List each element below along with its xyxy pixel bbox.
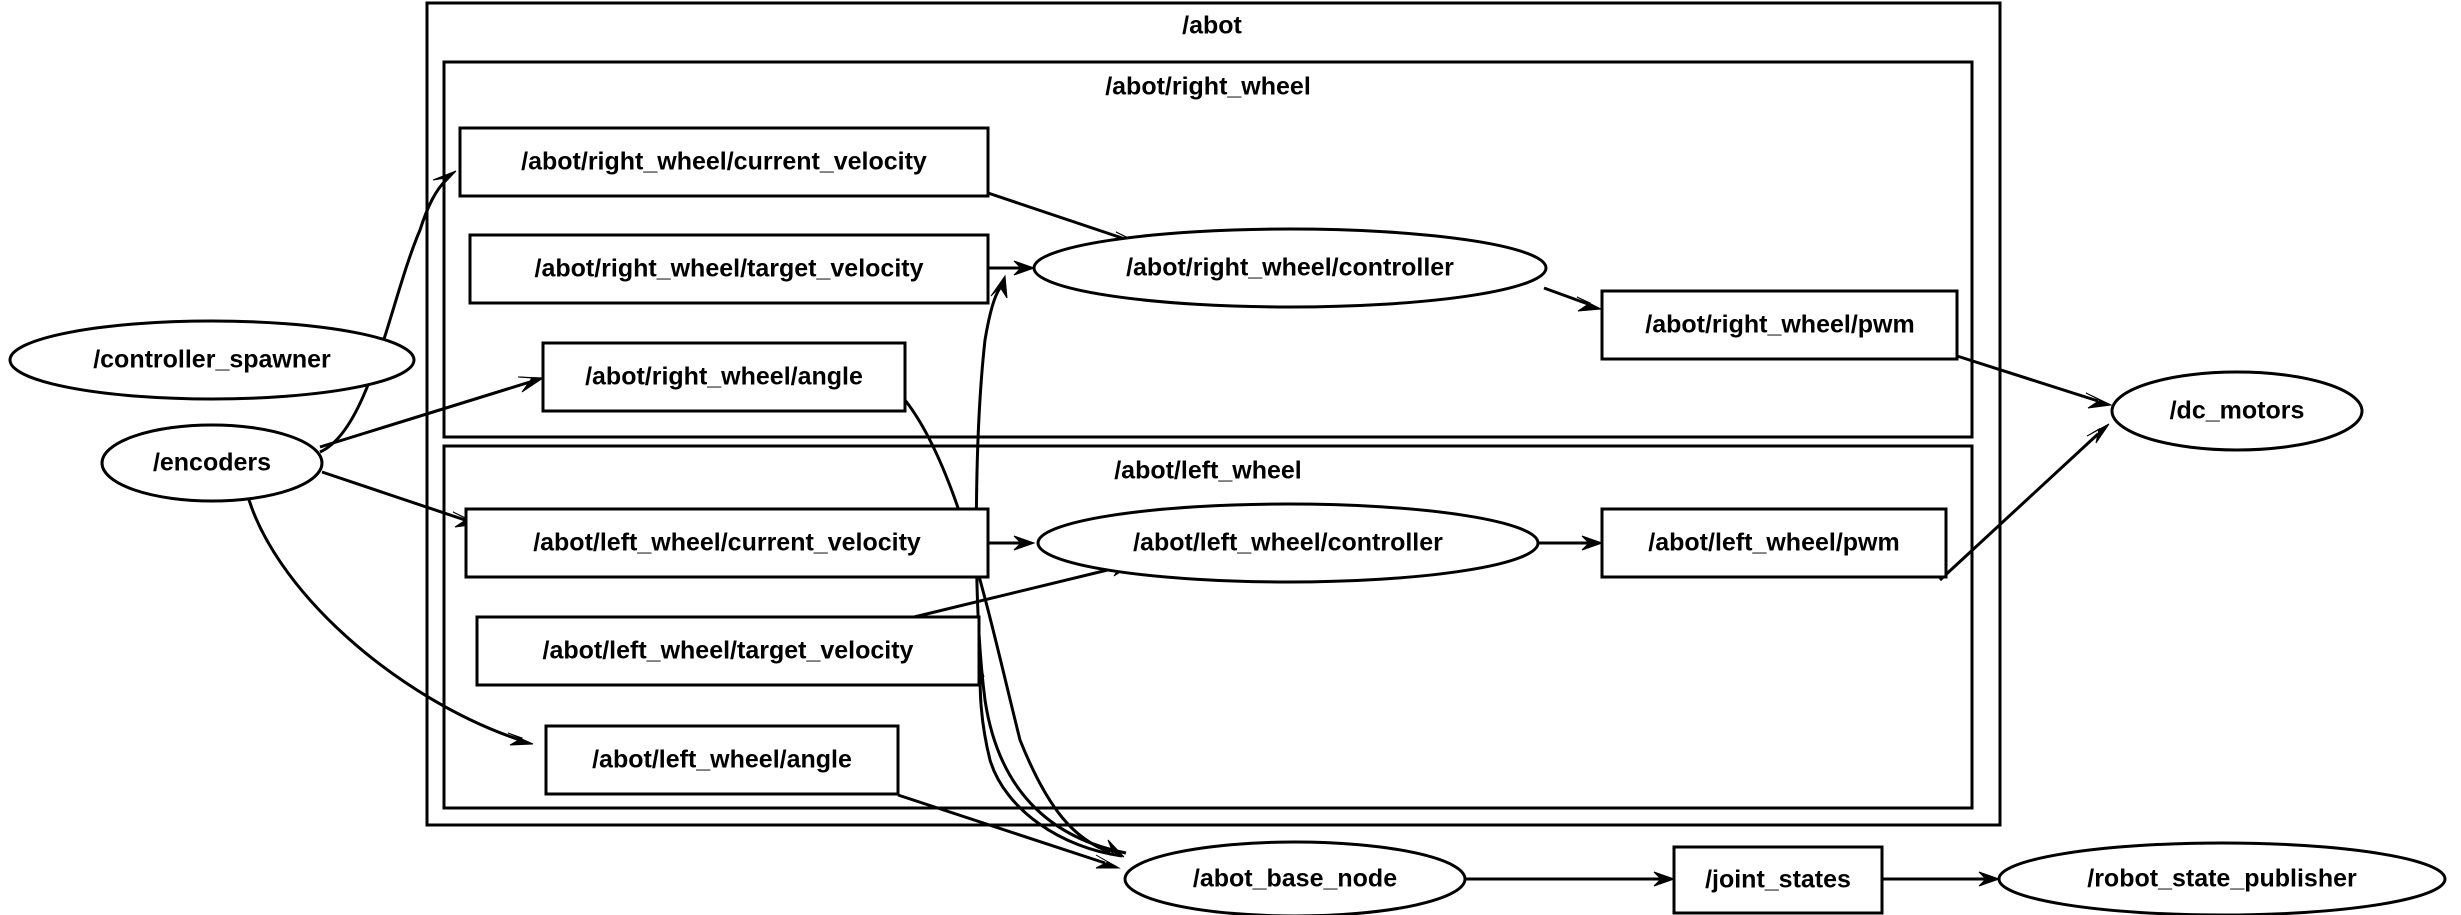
edge-arrowhead [1013, 535, 1036, 551]
node-joint-states-label: /joint_states [1705, 866, 1851, 894]
node-dc-motors-shape[interactable] [2110, 370, 2364, 452]
node-lw-controller-shape[interactable] [1036, 502, 1540, 584]
node-robot-state-publisher-shape[interactable] [1997, 841, 2447, 915]
node-controller-spawner-shape[interactable] [8, 319, 416, 401]
cluster-right-wheel-label: /abot/right_wheel [1105, 73, 1311, 101]
edge-rw-controller-to-rw-pwm [1543, 286, 1589, 306]
edge-abot-base-node-to-rw-target-velocity [974, 287, 1127, 855]
edge-arrowhead [1102, 839, 1125, 858]
node-lw-controller-label: /abot/left_wheel/controller [1133, 529, 1443, 557]
node-rw-controller[interactable]: /abot/right_wheel/controller [1032, 227, 1548, 309]
cluster-abot-rect [425, 1, 2002, 827]
edge-arrowhead [507, 732, 534, 746]
edge-arrowhead [2085, 392, 2113, 409]
node-lw-angle-label: /abot/left_wheel/angle [592, 746, 852, 774]
edge-encoders-to-lw-angle [243, 485, 521, 742]
node-lw-pwm[interactable]: /abot/left_wheel/pwm [1600, 507, 1948, 579]
edges-layer [243, 170, 2113, 887]
edge-arrowhead [1013, 260, 1036, 276]
edge-encoders-to-lw-current-velocity [321, 470, 466, 522]
edge-rw-pwm-to-dc-motors [1956, 354, 2099, 403]
node-robot-state-publisher-label: /robot_state_publisher [2087, 865, 2357, 893]
node-abot-base-node[interactable]: /abot_base_node [1123, 840, 1467, 915]
nodes-layer: /controller_spawner /encoders /abot/righ… [8, 126, 2447, 915]
node-lw-target-velocity-label: /abot/left_wheel/target_velocity [543, 637, 914, 665]
node-rw-pwm-label: /abot/right_wheel/pwm [1645, 311, 1914, 339]
cluster-left-wheel-rect [442, 444, 1974, 810]
node-dc-motors[interactable]: /dc_motors [2110, 370, 2364, 452]
node-rw-pwm[interactable]: /abot/right_wheel/pwm [1600, 289, 1959, 361]
node-lw-controller[interactable]: /abot/left_wheel/controller [1036, 502, 1540, 584]
node-lw-target-velocity[interactable]: /abot/left_wheel/target_velocity [475, 615, 981, 687]
node-lw-angle-shape[interactable] [544, 724, 900, 796]
node-rw-controller-shape[interactable] [1032, 227, 1548, 309]
edge-arrowhead [517, 376, 545, 393]
node-lw-angle[interactable]: /abot/left_wheel/angle [544, 724, 900, 796]
node-encoders-shape[interactable] [100, 423, 324, 503]
node-lw-current-velocity[interactable]: /abot/left_wheel/current_velocity [464, 507, 990, 579]
node-lw-pwm-shape[interactable] [1600, 507, 1948, 579]
edge-lw-angle-to-abot-base-node [897, 793, 1106, 865]
node-encoders[interactable]: /encoders [100, 423, 324, 503]
edge-rw-angle-to-abot-base-node [903, 399, 1111, 854]
edge-arrowhead [2086, 423, 2110, 444]
edge-arrowhead [1576, 296, 1603, 312]
node-rw-controller-label: /abot/right_wheel/controller [1126, 254, 1454, 282]
edge-arrowhead [1581, 535, 1604, 551]
cluster-left-wheel-label: /abot/left_wheel [1114, 457, 1302, 485]
edge-arrowhead [432, 170, 457, 191]
edge-rw-current-velocity-to-rw-controller [987, 191, 1129, 242]
node-rw-pwm-shape[interactable] [1600, 289, 1959, 361]
edge-lw-target-velocity-to-lw-controller [909, 565, 1121, 620]
edge-arrowhead [1095, 854, 1121, 869]
node-rw-target-velocity-label: /abot/right_wheel/target_velocity [535, 255, 924, 283]
cluster-right-wheel: /abot/right_wheel [442, 60, 1974, 439]
cluster-abot-label: /abot [1182, 12, 1242, 40]
node-rw-target-velocity[interactable]: /abot/right_wheel/target_velocity [468, 233, 990, 305]
node-rw-current-velocity-shape[interactable] [458, 126, 990, 198]
node-joint-states[interactable]: /joint_states [1672, 845, 1884, 915]
node-rw-current-velocity[interactable]: /abot/right_wheel/current_velocity [458, 126, 990, 198]
node-robot-state-publisher[interactable]: /robot_state_publisher [1997, 841, 2447, 915]
node-abot-base-node-label: /abot_base_node [1193, 865, 1397, 893]
cluster-left-wheel: /abot/left_wheel [442, 444, 1974, 810]
node-rw-current-velocity-label: /abot/right_wheel/current_velocity [521, 148, 927, 176]
node-lw-target-velocity-shape[interactable] [475, 615, 981, 687]
node-rw-angle-shape[interactable] [541, 341, 907, 413]
node-controller-spawner[interactable]: /controller_spawner [8, 319, 416, 401]
node-lw-current-velocity-shape[interactable] [464, 507, 990, 579]
cluster-right-wheel-rect [442, 60, 1974, 439]
edge-encoders-to-rw-current-velocity [319, 178, 448, 454]
node-encoders-label: /encoders [153, 449, 271, 477]
node-lw-current-velocity-label: /abot/left_wheel/current_velocity [533, 529, 921, 557]
edge-arrowhead [1978, 871, 2001, 887]
node-joint-states-shape[interactable] [1672, 845, 1884, 915]
node-rw-angle-label: /abot/right_wheel/angle [585, 363, 863, 391]
edge-arrowhead [1653, 871, 1676, 887]
node-rw-angle[interactable]: /abot/right_wheel/angle [541, 341, 907, 413]
edge-arrowhead [990, 274, 1008, 299]
node-controller-spawner-label: /controller_spawner [93, 346, 331, 374]
edge-abot-base-node-to-lw-target-velocity [978, 669, 1123, 858]
node-dc-motors-label: /dc_motors [2170, 397, 2305, 425]
edge-lw-pwm-to-dc-motors [1938, 432, 2100, 582]
cluster-abot: /abot [425, 1, 2002, 827]
node-rw-target-velocity-shape[interactable] [468, 233, 990, 305]
edge-encoders-to-rw-angle [319, 380, 531, 449]
node-abot-base-node-shape[interactable] [1123, 840, 1467, 915]
node-lw-pwm-label: /abot/left_wheel/pwm [1648, 529, 1899, 557]
